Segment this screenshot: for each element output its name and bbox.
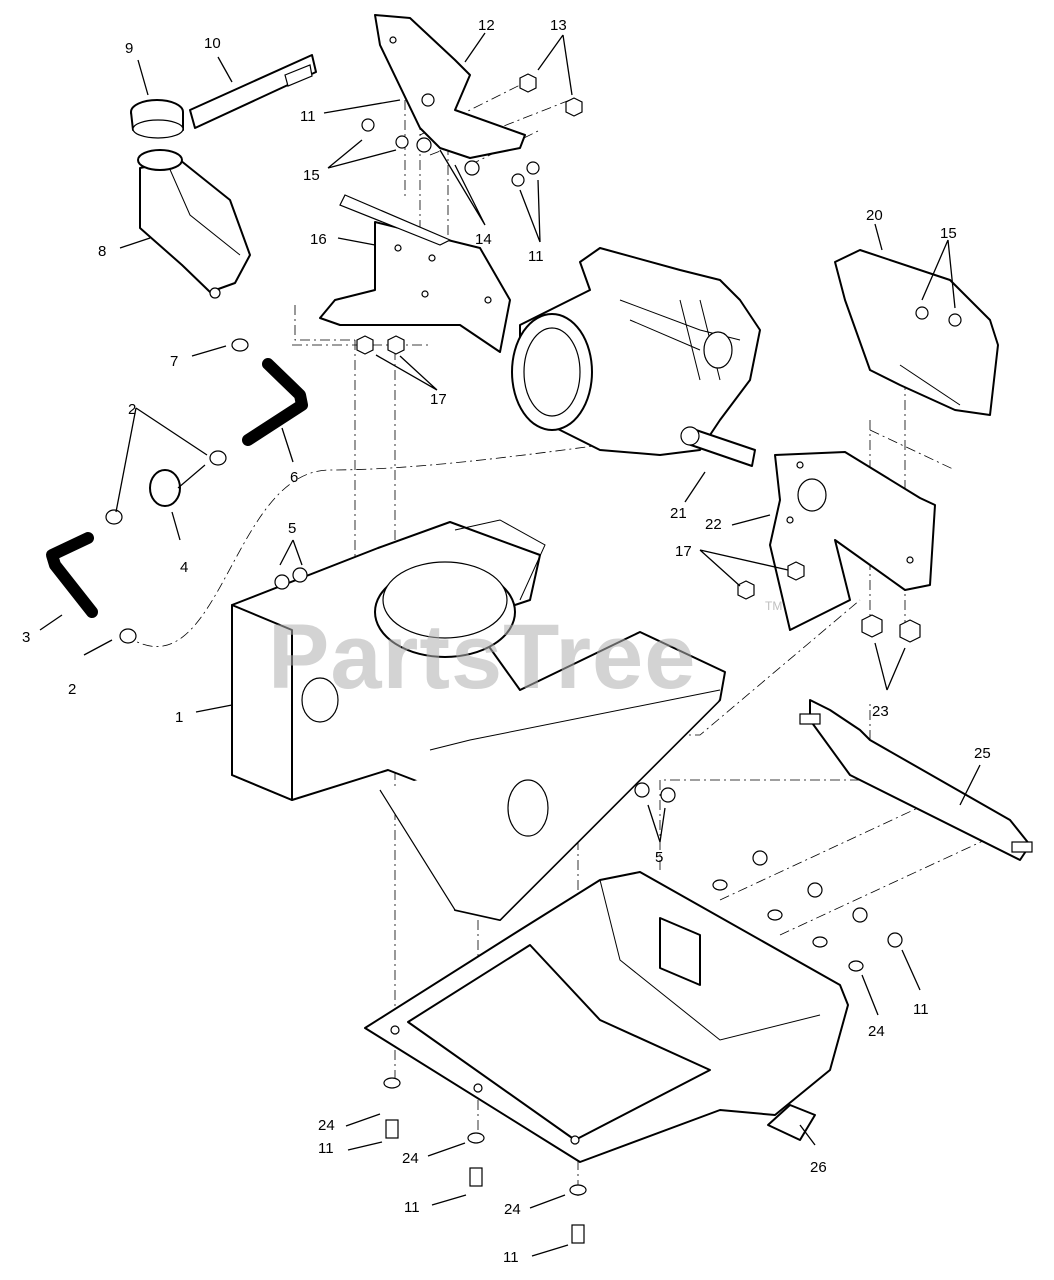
callout-8: 8 <box>98 243 106 260</box>
callout-17-left: 17 <box>430 391 447 408</box>
part-9-cap <box>130 99 184 139</box>
callout-15-left: 15 <box>303 167 320 184</box>
callout-14: 14 <box>475 231 492 248</box>
callout-24-b: 24 <box>318 1117 335 1134</box>
part-1-main-housing <box>231 519 726 921</box>
callout-11-f: 11 <box>503 1249 519 1266</box>
part-16-bracket <box>319 194 511 353</box>
callout-6: 6 <box>290 469 298 486</box>
callout-11-a: 11 <box>300 108 316 125</box>
part-26-lower-pan <box>364 871 849 1163</box>
leader-lines <box>39 32 981 1257</box>
callout-labels: 1 2 2 3 4 5 5 6 7 8 9 10 11 11 11 11 11 … <box>22 17 991 1266</box>
callout-2-lower: 2 <box>68 681 76 698</box>
callout-17-right: 17 <box>675 543 692 560</box>
callout-11-c: 11 <box>913 1001 929 1018</box>
callout-25: 25 <box>974 745 991 762</box>
callout-24-a: 24 <box>868 1023 885 1040</box>
part-20-shield <box>834 249 999 416</box>
callout-2-upper: 2 <box>128 401 136 418</box>
callout-13: 13 <box>550 17 567 34</box>
callout-1: 1 <box>175 709 183 726</box>
callout-11-d: 11 <box>318 1140 334 1157</box>
part-6-hose <box>242 358 308 446</box>
callout-22: 22 <box>705 516 722 533</box>
callout-24-d: 24 <box>504 1201 521 1218</box>
callout-12: 12 <box>478 17 495 34</box>
callout-24-c: 24 <box>402 1150 419 1167</box>
callout-16: 16 <box>310 231 327 248</box>
callout-11-e: 11 <box>404 1199 420 1216</box>
part-8-tank <box>137 149 251 299</box>
callout-20: 20 <box>866 207 883 224</box>
part-3-hose <box>46 532 98 618</box>
callout-5-right: 5 <box>655 849 663 866</box>
part-10-strip <box>189 54 317 129</box>
callout-11-b: 11 <box>528 248 544 265</box>
part-25-bracket <box>799 699 1033 861</box>
part-4-filter <box>149 464 206 507</box>
callout-3: 3 <box>22 629 30 646</box>
watermark: PartsTree TM <box>268 599 782 708</box>
callout-4: 4 <box>180 559 188 576</box>
callout-7: 7 <box>170 353 178 370</box>
callout-26: 26 <box>810 1159 827 1176</box>
part-12-chute-bracket <box>374 14 526 159</box>
watermark-trademark: TM <box>765 599 782 613</box>
hardware-fasteners <box>274 73 962 1244</box>
callout-9: 9 <box>125 40 133 57</box>
callout-23: 23 <box>872 703 889 720</box>
part-22-side-plate <box>769 451 936 631</box>
part-21-engine <box>511 247 761 467</box>
watermark-text: PartsTree <box>268 606 696 708</box>
callout-15-right: 15 <box>940 225 957 242</box>
callout-10: 10 <box>204 35 221 52</box>
callout-5-left: 5 <box>288 520 296 537</box>
callout-21: 21 <box>670 505 687 522</box>
clamps <box>105 338 249 644</box>
